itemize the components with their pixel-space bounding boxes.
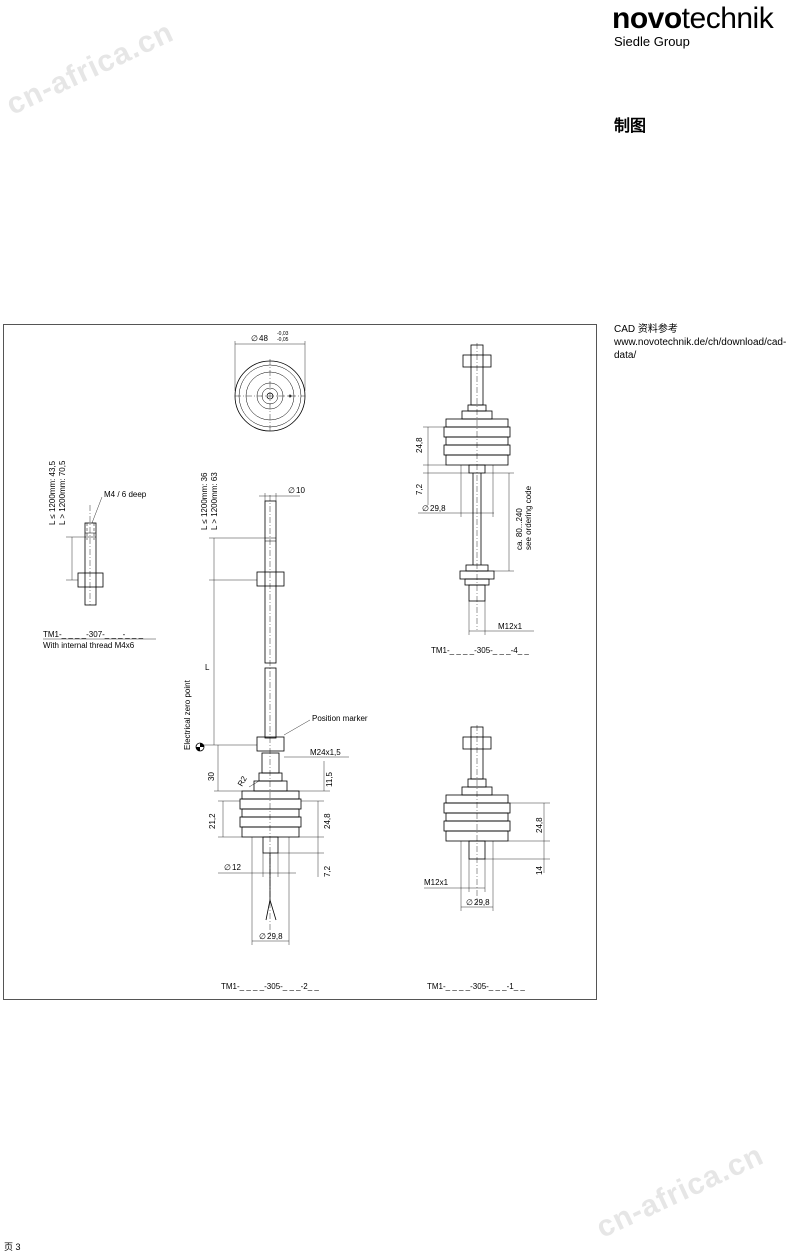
- part-305-2: TM1-_ _ _ _-305-_ _ _-2_ _: [221, 982, 319, 991]
- desc-307: With internal thread M4x6: [43, 641, 135, 650]
- dim-diameter-29-8: 29,8: [267, 932, 283, 941]
- len-large-center: L > 1200mm: 63: [210, 472, 219, 530]
- thread-note: M4 / 6 deep: [104, 490, 147, 499]
- logo-bold: novo: [612, 2, 682, 35]
- svg-text:∅: ∅: [466, 898, 473, 907]
- part-305-4: TM1-_ _ _ _-305-_ _ _-4_ _: [431, 646, 529, 655]
- dim-7-2: 7,2: [323, 865, 332, 877]
- variant-305-1-drawing: 24,8 14 M12x1 ∅ 29,8 TM1-_ _ _ _-305-_ _…: [424, 725, 550, 991]
- page-number: 页 3: [4, 1242, 21, 1252]
- svg-text:∅: ∅: [224, 863, 231, 872]
- dim-rod-diameter: 10: [296, 486, 305, 495]
- thread-m24: M24x1,5: [310, 748, 341, 757]
- part-307: TM1-_ _ _ _-307-_ _ _-_ _ _: [43, 630, 144, 639]
- dim-diameter-29-8-tr: 29,8: [430, 504, 446, 513]
- variant-305-4-drawing: 24,8 7,2 ∅ 29,8 ca. 80...240 see orderin…: [415, 343, 534, 655]
- tolerance-upper: -0,03: [277, 331, 289, 337]
- drawing-canvas: ∅ 48 -0,03 -0,05 M4 / 6 deep L ≤ 1200mm:…: [43, 331, 550, 991]
- section-title: 制图: [614, 118, 647, 135]
- len-small: L ≤ 1200mm: 43,5: [48, 460, 57, 525]
- dim-14: 14: [535, 866, 544, 875]
- variant-305-2-drawing: Position marker ∅ 10 L ≤ 1200mm: 36 L > …: [183, 472, 368, 991]
- brand-logo: novotechnik Siedle Group: [612, 2, 774, 49]
- dim-7-2-tr: 7,2: [415, 483, 424, 495]
- cable-note: see ordering code: [524, 485, 533, 550]
- svg-text:∅: ∅: [288, 486, 295, 495]
- len-large: L > 1200mm: 70,5: [58, 460, 67, 525]
- dim-diameter-12: 12: [232, 863, 241, 872]
- logo-wordmark: novotechnik: [612, 2, 774, 35]
- variant-307-drawing: M4 / 6 deep L ≤ 1200mm: 43,5 L > 1200mm:…: [43, 460, 156, 650]
- zero-point-label: Electrical zero point: [183, 679, 192, 750]
- dim-11-5: 11,5: [325, 771, 334, 787]
- dim-24-8-tr: 24,8: [415, 437, 424, 453]
- position-marker-label: Position marker: [312, 714, 368, 723]
- technical-drawing: ∅ 48 -0,03 -0,05 M4 / 6 deep L ≤ 1200mm:…: [3, 324, 597, 1000]
- len-small-center: L ≤ 1200mm: 36: [200, 472, 209, 530]
- cad-note: CAD 资料参考 www.novotechnik.de/ch/download/…: [614, 324, 787, 361]
- dim-diameter-48: 48: [259, 334, 268, 343]
- part-305-1: TM1-_ _ _ _-305-_ _ _-1_ _: [427, 982, 525, 991]
- svg-text:∅: ∅: [259, 932, 266, 941]
- top-view: ∅ 48 -0,03 -0,05: [234, 331, 306, 433]
- dim-24-8-br: 24,8: [535, 817, 544, 833]
- watermark: cn-africa.cn: [591, 1138, 769, 1245]
- dim-21-2: 21,2: [208, 813, 217, 829]
- radius-r2: R2: [236, 774, 249, 788]
- svg-text:∅: ∅: [251, 334, 258, 343]
- cable-length: ca. 80...240: [515, 508, 524, 550]
- connector-m12-br: M12x1: [424, 878, 449, 887]
- length-label: L: [205, 663, 210, 672]
- dim-24-8: 24,8: [323, 813, 332, 829]
- tolerance-lower: -0,05: [277, 337, 289, 343]
- logo-subtitle: Siedle Group: [614, 34, 690, 49]
- watermark: cn-africa.cn: [1, 15, 179, 122]
- dim-diameter-29-8-br: 29,8: [474, 898, 490, 907]
- connector-m12-tr: M12x1: [498, 622, 523, 631]
- svg-text:∅: ∅: [422, 504, 429, 513]
- dim-30: 30: [207, 772, 216, 781]
- logo-light: technik: [681, 2, 774, 35]
